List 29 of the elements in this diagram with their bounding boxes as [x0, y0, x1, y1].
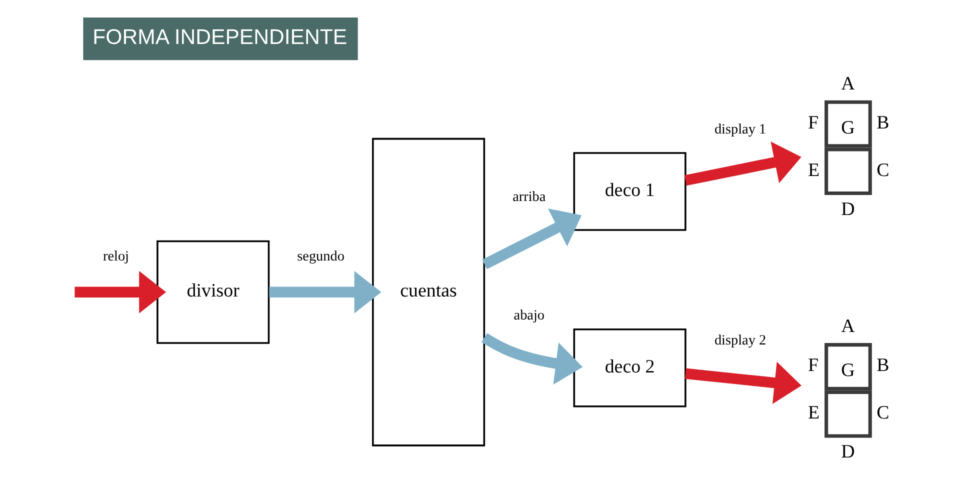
node-label: E	[808, 402, 820, 424]
arrow	[482, 333, 583, 385]
node-label: D	[841, 198, 855, 220]
edge-label: segundo	[297, 248, 344, 264]
node-label: D	[841, 442, 855, 463]
node-label: C	[876, 160, 890, 181]
node-label: C	[876, 402, 890, 424]
edge-label: display 2	[714, 332, 766, 348]
edge-label: abajo	[514, 307, 545, 324]
node-label: B	[876, 112, 890, 134]
node-box: cuentas	[372, 138, 486, 446]
node-label: F	[808, 112, 819, 134]
arrow	[684, 362, 802, 404]
node-label: A	[841, 316, 855, 338]
node-box: deco 2	[573, 328, 686, 408]
diagram-title: FORMA INDEPENDIENTE	[92, 25, 348, 49]
node-label: F	[808, 355, 819, 376]
edge-label: arriba	[512, 189, 546, 206]
node-label: A	[841, 73, 855, 94]
node-label: B	[876, 355, 890, 376]
edge-label: display 1	[714, 122, 766, 138]
node-label: E	[808, 160, 820, 181]
arrow	[684, 142, 802, 186]
arrow	[482, 208, 582, 270]
edge-label: reloj	[103, 248, 129, 264]
node-box: deco 1	[573, 152, 686, 231]
arrow	[269, 270, 382, 314]
node-box: divisor	[156, 240, 270, 344]
arrow	[74, 270, 166, 314]
